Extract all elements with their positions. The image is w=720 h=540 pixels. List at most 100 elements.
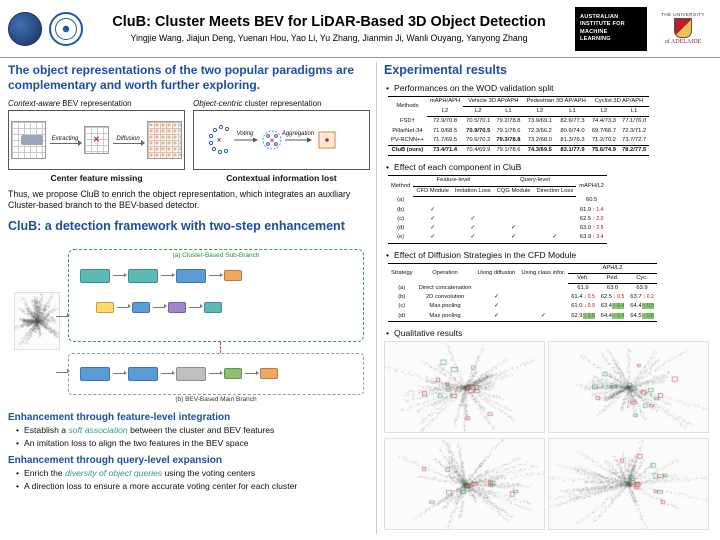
table-cell: 61.0 ↓ 0.9	[571, 303, 595, 310]
table-cell: Max pooling	[429, 312, 461, 319]
bullet-item: • Effect of Diffusion Strategies in the …	[386, 250, 714, 260]
lab-logo-icon	[8, 11, 42, 46]
highlight-text: soft association	[68, 424, 128, 435]
table-cell: 73.2/68.0	[527, 136, 552, 143]
table-cell: 74.4/73.3	[591, 118, 616, 125]
table-cell: Methods	[396, 103, 419, 110]
right-column: Experimental results • Performances on t…	[384, 63, 714, 530]
table-cell: CQG Module	[493, 186, 534, 197]
poster-title: CluB: Cluster Meets BEV for LiDAR-Based …	[112, 14, 546, 30]
table-cell	[533, 224, 576, 233]
diffusion-arrow: Diffusion	[111, 136, 146, 146]
bullet-text: Qualitative results	[394, 327, 463, 338]
table-cell: Query-level	[493, 175, 577, 187]
table-cell: Method	[391, 182, 411, 189]
table-cell	[518, 293, 568, 302]
bev-panel-label-rest: BEV representation	[60, 99, 132, 108]
table-cell: 61.9 ↑ 1.4	[579, 206, 604, 213]
bev-panel-label: Context-aware BEV representation	[8, 99, 185, 108]
cluster-panel: Object-centric cluster representation ✕ …	[193, 99, 370, 183]
table-cell: Imitation Loss	[451, 186, 494, 197]
table-cell: 73.4/71.4	[426, 145, 464, 156]
table-cell: ✓	[511, 234, 516, 241]
bullet-text: Enrich the diversity of object queries u…	[24, 468, 255, 479]
bullet-text: Establish a soft association between the…	[24, 425, 274, 436]
table-cell: Ped.	[597, 273, 628, 285]
flow-box	[224, 368, 242, 380]
center-grid-icon: ✕	[83, 126, 110, 154]
table-cell	[518, 302, 568, 311]
table-cell: ✓	[493, 294, 499, 301]
adelaide-logo: THE UNIVERSITY of ADELAIDE	[654, 12, 712, 45]
flow-arrow-icon	[161, 272, 175, 277]
table-cell: 71.7/69.5	[432, 136, 458, 143]
flow-arrow-icon	[56, 369, 70, 374]
table-cell: 72.3/71.2	[622, 127, 647, 134]
flow-box	[176, 366, 206, 381]
bullet-text: Performances on the WOD validation split	[394, 83, 554, 93]
table-cell: APH/L2	[568, 263, 657, 274]
table-cell: 79.1/78.6	[493, 145, 524, 156]
table-cell	[533, 206, 576, 215]
ustc-logo-inner-icon	[55, 17, 77, 40]
bullet-icon: •	[16, 438, 20, 449]
table-cell: 63.0	[606, 285, 619, 292]
flow-arrow-icon	[117, 304, 131, 309]
bullet-item: • Effect of each component in CluB	[386, 162, 714, 172]
bev-grid-icon	[11, 121, 47, 159]
cluster-branch-label: (a) Cluster-Based Sub-Branch	[172, 251, 260, 259]
bullet-text: Effect of each component in CluB	[394, 162, 522, 173]
table-cell: mAPH/APH	[429, 98, 461, 105]
table-cell: 62.9 ↑ 1.0	[571, 312, 595, 319]
bev-branch-label: (b) BEV-Based Main Branch	[175, 395, 257, 403]
table-cell: mAPH/L2	[579, 182, 605, 189]
aiml-logo: AUSTRALIAN INSTITUTE FOR MACHINE LEARNIN…	[575, 6, 647, 51]
table-cell: (a)	[398, 284, 406, 291]
voting-label: Voting	[236, 131, 253, 137]
bullet-text: Effect of Diffusion Strategies in the CF…	[394, 249, 577, 260]
bullet-item: • Performances on the WOD validation spl…	[386, 83, 714, 93]
flow-box	[176, 268, 206, 283]
bullet-item: • Establish a soft association between t…	[16, 425, 370, 436]
table-cell: ✓	[430, 215, 436, 222]
highlight-text: diversity of object queries	[65, 468, 163, 479]
extracting-label: Extracting	[51, 136, 79, 142]
bev-panel: Context-aware BEV representation Extract…	[8, 99, 185, 183]
table-cell: Feature-level	[413, 175, 494, 187]
poster-authors: Yingjie Wang, Jiajun Deng, Yuenan Hou, Y…	[130, 33, 528, 43]
table-cell: ✓	[430, 225, 436, 232]
bullet-item: • An imitation loss to align the two fea…	[16, 438, 370, 449]
table-cell: CFD Module	[413, 186, 452, 197]
table-row: (a)60.5	[388, 196, 607, 205]
bullet-icon: •	[16, 468, 20, 479]
table-cell: 63.9 ↑ 3.4	[579, 234, 604, 241]
table-cell: 60.5	[585, 197, 598, 204]
table-cell: L2	[463, 106, 494, 118]
qualitative-result-image	[384, 437, 545, 530]
branch-connector-line	[220, 341, 221, 353]
bullet-icon: •	[386, 162, 390, 173]
table-cell: Cyc.	[627, 273, 657, 285]
table-cell: 73.7/72.7	[622, 136, 647, 143]
bullet-icon: •	[386, 327, 390, 338]
text-segment: between the cluster and BEV features	[127, 424, 275, 435]
cluster-panel-label-em: Object-centric	[193, 99, 243, 108]
feature-level-heading: Enhancement through feature-level integr…	[8, 411, 231, 423]
cluster-diagram: ✕ Voting ✕ Aggregation	[193, 110, 370, 170]
table-cell: Veh.	[568, 273, 598, 285]
table-row: (c)✓✓62.5 ↑ 2.0	[388, 215, 607, 224]
table-cell: PillarNet-34	[392, 127, 423, 134]
flow-box	[128, 268, 158, 283]
diffused-grid-icon	[146, 121, 182, 159]
table-cell: 73.9/69.1	[527, 118, 552, 125]
table-cell: ✓	[430, 234, 436, 241]
ustc-logo-icon	[49, 11, 83, 46]
table-cell: Cyclist 3D AP/APH	[588, 96, 650, 108]
table-cell: 69.7/68.7	[591, 127, 616, 134]
aiml-logo-line: MACHINE	[580, 28, 608, 35]
